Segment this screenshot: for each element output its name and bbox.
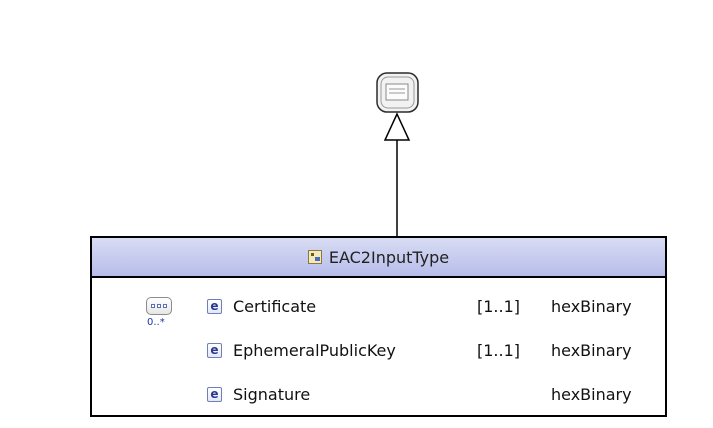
base-type-icon [376, 72, 419, 113]
element-row-signature[interactable]: e Signature hexBinary [207, 383, 667, 405]
element-icon: e [207, 386, 222, 402]
element-name: Signature [233, 384, 311, 404]
element-icon: e [207, 342, 222, 358]
sequence-dot [163, 304, 167, 308]
inheritance-arrow [383, 112, 411, 236]
complex-type-box: EAC2InputType [90, 236, 667, 417]
element-name: EphemeralPublicKey [233, 340, 396, 360]
complex-type-header[interactable]: EAC2InputType [92, 238, 665, 278]
element-cardinality: [1..1] [477, 340, 521, 360]
element-name: Certificate [233, 296, 317, 316]
element-icon: e [207, 298, 222, 314]
inner-sequence-occurs: 0..* [147, 317, 165, 328]
element-row-ephemeral-public-key[interactable]: e EphemeralPublicKey [1..1] hexBinary [207, 339, 667, 361]
element-row-certificate[interactable]: e Certificate [1..1] hexBinary [207, 295, 667, 317]
element-type: hexBinary [551, 384, 632, 404]
complex-type-icon [307, 250, 322, 264]
sequence-dot [151, 304, 155, 308]
inner-sequence-icon[interactable] [146, 297, 172, 315]
element-type: hexBinary [551, 340, 632, 360]
complex-type-name: EAC2InputType [328, 247, 450, 267]
element-cardinality: [1..1] [477, 296, 521, 316]
sequence-dot [157, 304, 161, 308]
element-type: hexBinary [551, 296, 632, 316]
